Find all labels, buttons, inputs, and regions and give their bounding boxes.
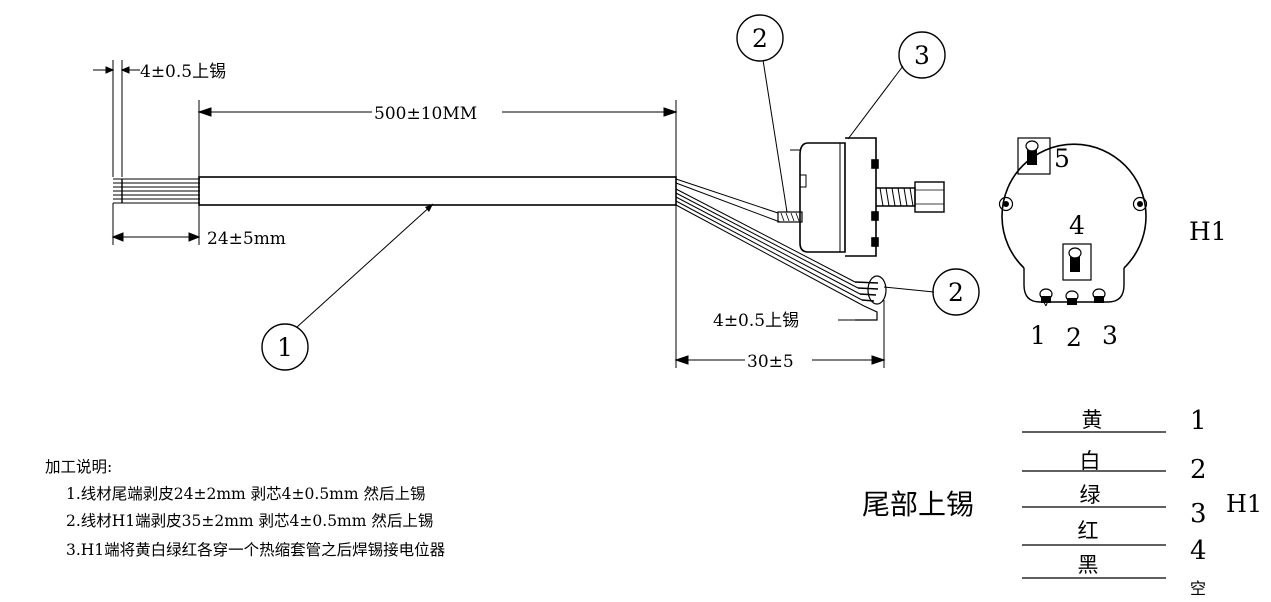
note-item-2: 2.线材H1端剥皮35±2mm 剥芯4±0.5mm 然后上锡: [66, 512, 433, 530]
fanned-leads: [675, 178, 887, 321]
note-item-3: 3.H1端将黄白绿红各穿一个热缩套管之后焊锡接电位器: [66, 541, 446, 559]
wire-color-row-2: 白: [1080, 449, 1101, 473]
callout-1: 1: [261, 203, 434, 371]
wire-pin-row-5: 空: [1190, 579, 1206, 598]
front-view-label: H1: [1189, 217, 1227, 246]
callout-2-right: 2: [883, 268, 980, 316]
front-view-pin3: 3: [1102, 321, 1118, 350]
wire-color-row-5: 黑: [1078, 553, 1099, 577]
cable-jacket: [198, 176, 677, 206]
callout-2-top: 2: [736, 14, 788, 213]
dim-tinned-end-left: 4±0.5上锡: [140, 62, 226, 82]
dim-lead-length: 30±5: [747, 352, 794, 372]
wire-pin-row-2: 2: [1190, 455, 1207, 485]
callout-2-right-label: 2: [948, 278, 964, 307]
wire-pin-row-1: 1: [1190, 406, 1207, 436]
notes-heading: 加工说明:: [45, 458, 112, 476]
wire-pin-row-3: 3: [1190, 499, 1207, 529]
front-view-pin2: 2: [1066, 323, 1082, 352]
wiring-connector-label: H1: [1226, 490, 1262, 518]
front-view-pin1: 1: [1030, 321, 1046, 350]
potentiometer-front-view: [998, 137, 1148, 307]
wire-color-row-4: 红: [1078, 519, 1099, 543]
callout-2-top-label: 2: [752, 24, 768, 53]
dimension-lines: [93, 60, 886, 368]
front-view-pin4: 4: [1069, 211, 1085, 240]
cable-assembly: [113, 176, 887, 321]
callout-1-label: 1: [277, 333, 293, 362]
wire-color-row-3: 绿: [1080, 483, 1101, 507]
wire-pin-row-4: 4: [1190, 536, 1207, 566]
wiring-tail-label: 尾部上锡: [862, 488, 974, 521]
stripped-conductors: [113, 178, 200, 204]
dim-tinned-end-right: 4±0.5上锡: [713, 311, 799, 331]
callout-3-label: 3: [914, 41, 930, 70]
dim-cable-length: 500±10MM: [374, 104, 477, 124]
wiring-table: 尾部上锡 H1 黄 1 白 2 绿 3 红 4 黑 空: [862, 406, 1262, 598]
wire-color-row-1: 黄: [1082, 408, 1103, 432]
dim-strip-length: 24±5mm: [207, 229, 286, 249]
potentiometer-side-view: [777, 137, 945, 257]
callout-3: 3: [847, 31, 946, 140]
note-item-1: 1.线材尾端剥皮24±2mm 剥芯4±0.5mm 然后上锡: [66, 485, 426, 503]
front-view-pin5: 5: [1054, 144, 1070, 173]
